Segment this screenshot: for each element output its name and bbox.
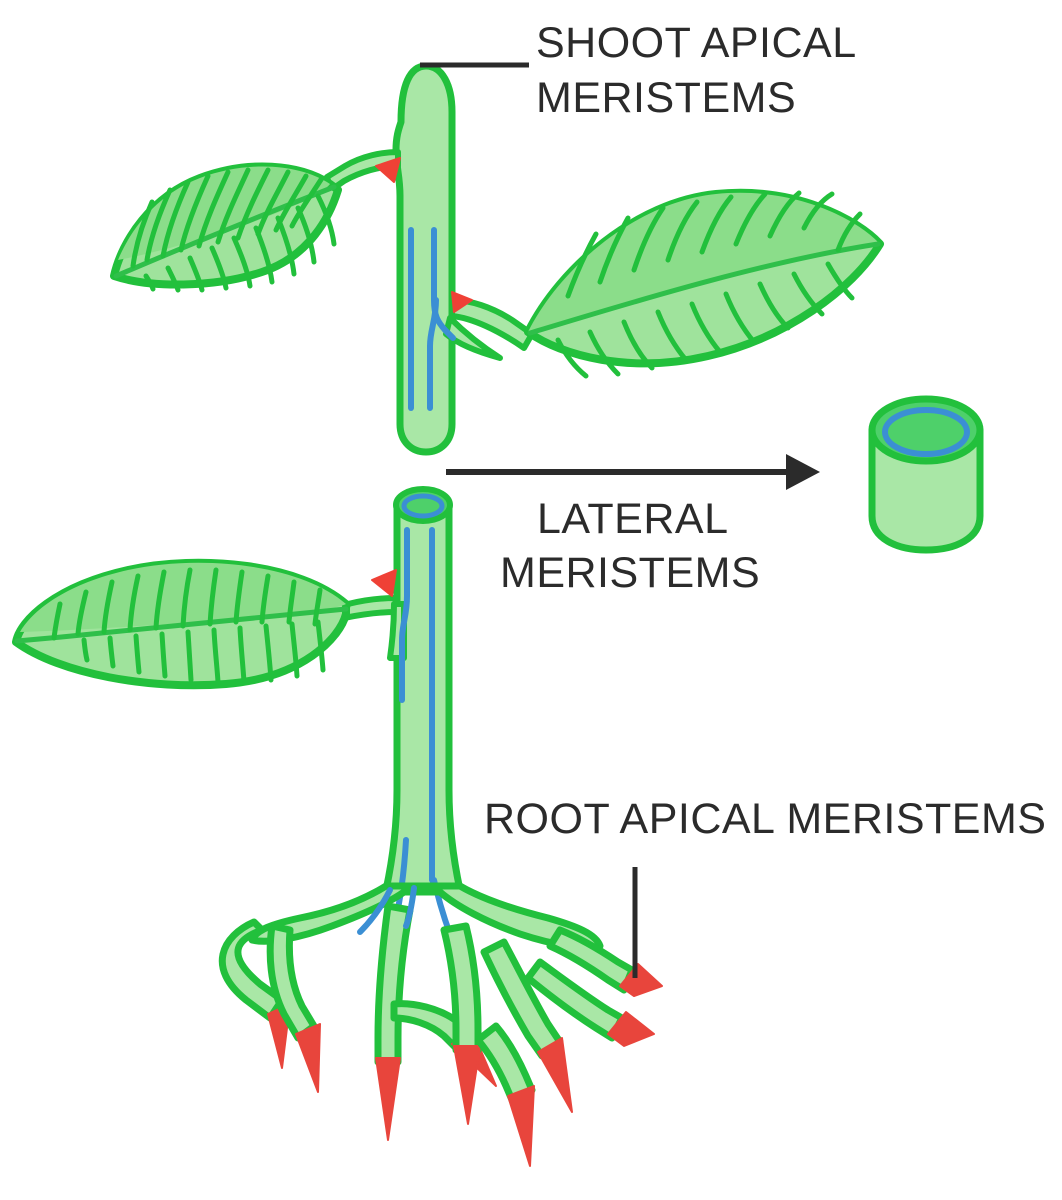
axillary-bud-lower — [371, 569, 397, 597]
lateral-meristem-cylinder — [868, 395, 984, 554]
lower-stem-cut-top — [393, 486, 453, 524]
upper-right-leaf — [524, 188, 884, 379]
axillary-bud-upper-left — [375, 157, 401, 183]
upper-left-leaf — [110, 162, 342, 293]
root-tip-7 — [619, 963, 663, 997]
lateral-meristem-arrow-head — [786, 454, 820, 490]
root-vascular-1 — [357, 887, 393, 935]
root-branch-2 — [266, 922, 318, 1042]
lower-stem — [382, 501, 464, 894]
upper-right-petiole — [449, 297, 535, 351]
root-tip-9 — [507, 1085, 535, 1167]
shoot-apical-label-line1: SHOOT APICAL — [536, 19, 857, 67]
lower-left-leaf — [12, 558, 350, 690]
lateral-meristem-label-line1: LATERAL — [537, 495, 729, 543]
root-tip-6 — [537, 1037, 573, 1113]
shoot-apical-label-line2: MERISTEMS — [536, 74, 796, 122]
lower-stem-vascular-left — [399, 527, 410, 703]
root-tip-2 — [295, 1023, 321, 1093]
root-branch-3 — [374, 902, 414, 1066]
upper-stem-vascular-trace — [427, 297, 439, 411]
root-tip-8 — [607, 1011, 655, 1047]
lower-leaf-petiole — [341, 595, 399, 621]
axillary-bud-upper-right — [451, 291, 473, 313]
root-tip-5 — [453, 1045, 481, 1125]
root-apical-label: ROOT APICAL MERISTEMS — [484, 795, 1046, 843]
root-vascular-2 — [403, 885, 417, 929]
lateral-meristem-label-line2: MERISTEMS — [500, 549, 760, 597]
upper-stem — [392, 62, 456, 456]
root-branch-1 — [218, 918, 286, 1022]
root-system — [218, 882, 663, 1167]
root-crown — [248, 882, 604, 951]
root-tip-3 — [375, 1057, 401, 1141]
